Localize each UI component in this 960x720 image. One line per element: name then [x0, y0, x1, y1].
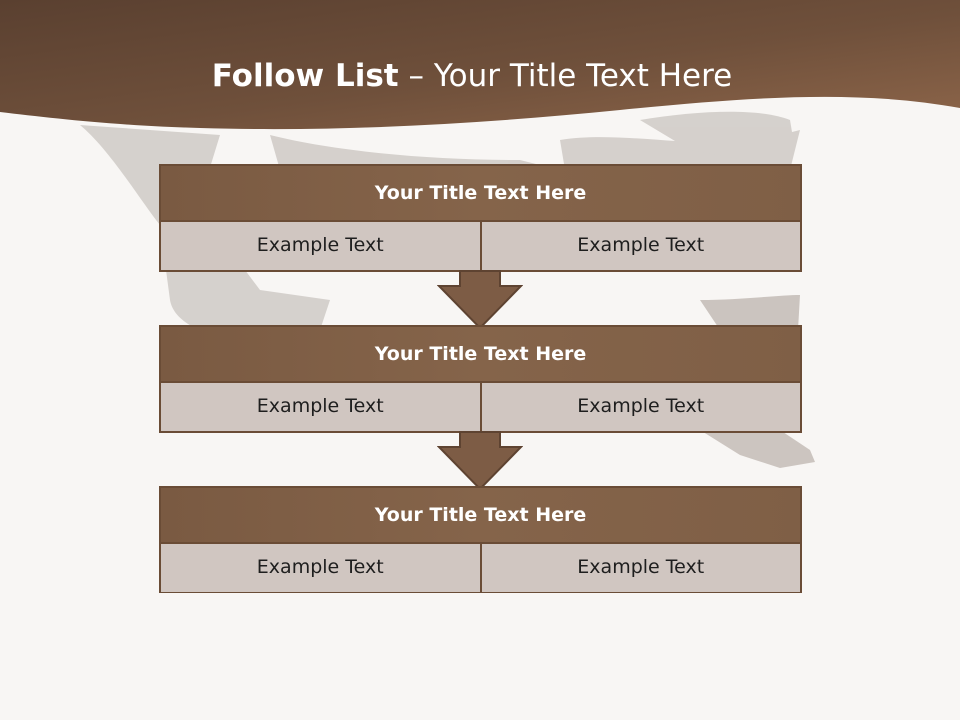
step-title: Your Title Text Here [161, 166, 800, 222]
title-bold: Follow List [211, 58, 399, 94]
step-row: Example Text Example Text [161, 544, 800, 592]
step-cell-left: Example Text [161, 222, 480, 270]
step-cell-right: Example Text [479, 222, 800, 270]
step-title: Your Title Text Here [161, 327, 800, 383]
step-cell-right: Example Text [479, 383, 800, 431]
slide-title: Follow List – Your Title Text Here [0, 56, 944, 96]
step-block-3: Your Title Text Here Example Text Exampl… [159, 486, 802, 593]
header-band [0, 0, 960, 130]
title-rest: – Your Title Text Here [398, 58, 733, 94]
step-row: Example Text Example Text [161, 383, 800, 431]
step-title: Your Title Text Here [161, 488, 800, 544]
step-row: Example Text Example Text [161, 222, 800, 270]
down-arrow-icon [437, 270, 523, 330]
step-block-1: Your Title Text Here Example Text Exampl… [159, 164, 802, 272]
step-cell-left: Example Text [161, 383, 480, 431]
step-block-2: Your Title Text Here Example Text Exampl… [159, 325, 802, 433]
step-cell-right: Example Text [479, 544, 800, 592]
down-arrow-icon [437, 431, 523, 491]
step-cell-left: Example Text [161, 544, 480, 592]
